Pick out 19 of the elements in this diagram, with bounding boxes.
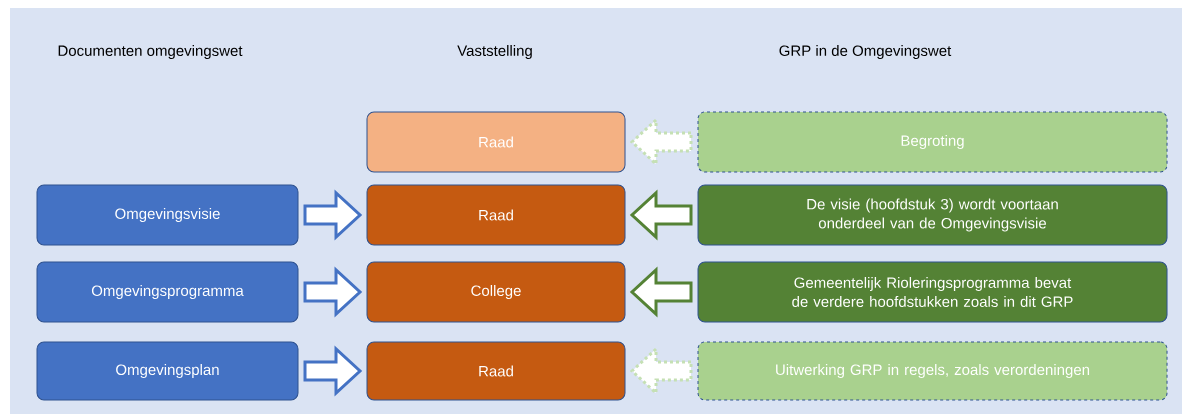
process-box: De visie (hoofdstuk 3) wordt voortaan onderdeel van de Omgevingsvisie xyxy=(697,184,1168,246)
column-heading: Documenten omgevingswet xyxy=(58,45,243,59)
process-box: College xyxy=(366,261,626,323)
block-arrow xyxy=(629,189,693,241)
process-box: Begroting xyxy=(697,111,1168,173)
process-box: Uitwerking GRP in regels, zoals verordeningen xyxy=(697,341,1168,401)
block-arrow xyxy=(629,266,693,318)
block-arrow xyxy=(303,345,363,397)
column-heading: GRP in de Omgevingswet xyxy=(779,45,952,59)
process-box: Gemeentelijk Rioleringsprogramma bevat de verdere hoofdstukken zoals in dit GRP xyxy=(697,261,1168,323)
process-box: Raad xyxy=(366,111,626,173)
process-box: Omgevingsvisie xyxy=(36,184,299,246)
process-box: Omgevingsprogramma xyxy=(36,261,299,323)
column-heading: Vaststelling xyxy=(457,45,532,59)
process-box: Omgevingsplan xyxy=(36,341,299,401)
block-arrow xyxy=(303,266,363,318)
process-box: Raad xyxy=(366,184,626,246)
block-arrow xyxy=(303,189,363,241)
process-box: Raad xyxy=(366,341,626,401)
